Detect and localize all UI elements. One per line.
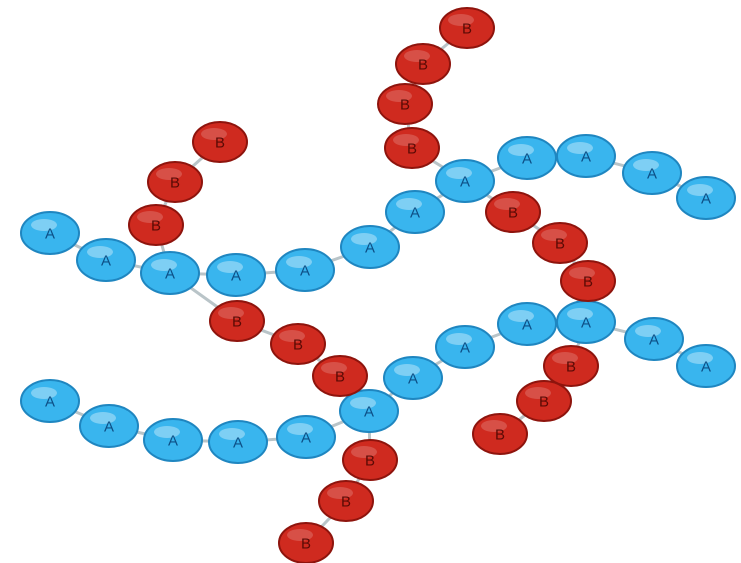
bead-b-label: B xyxy=(566,359,576,376)
bead-b-label: B xyxy=(400,97,410,114)
bead-a-label: A xyxy=(301,430,311,447)
bead-b-label: B xyxy=(495,427,505,444)
bead-a: A xyxy=(21,380,79,422)
bead-b-label: B xyxy=(335,369,345,386)
bead-b: B xyxy=(533,223,587,263)
bead-b: B xyxy=(271,324,325,364)
bead-b: B xyxy=(544,346,598,386)
bead-a: A xyxy=(498,303,556,345)
bead-a-label: A xyxy=(581,315,591,332)
bead-a-label: A xyxy=(300,263,310,280)
bead-a: A xyxy=(436,326,494,368)
bead-a: A xyxy=(209,421,267,463)
bead-b-label: B xyxy=(170,175,180,192)
bead-a: A xyxy=(386,191,444,233)
bead-b: B xyxy=(473,414,527,454)
bead-a-label: A xyxy=(581,149,591,166)
bead-a-label: A xyxy=(45,226,55,243)
bead-a: A xyxy=(677,345,735,387)
bead-b-label: B xyxy=(555,236,565,253)
bead-b: B xyxy=(486,192,540,232)
bead-b: B xyxy=(343,440,397,480)
bead-b-label: B xyxy=(407,141,417,158)
bead-a: A xyxy=(498,137,556,179)
bead-a: A xyxy=(623,152,681,194)
bead-a-label: A xyxy=(364,404,374,421)
bead-a: A xyxy=(625,318,683,360)
bead-b: B xyxy=(517,381,571,421)
bead-b: B xyxy=(193,122,247,162)
bead-a-label: A xyxy=(522,151,532,168)
bead-b-label: B xyxy=(232,314,242,331)
bead-b: B xyxy=(279,523,333,563)
bead-b-label: B xyxy=(539,394,549,411)
bead-a: A xyxy=(277,416,335,458)
bead-a-label: A xyxy=(460,340,470,357)
bead-a: A xyxy=(141,252,199,294)
bead-a-label: A xyxy=(45,394,55,411)
bead-b: B xyxy=(129,205,183,245)
bead-a-label: A xyxy=(365,240,375,257)
bead-a: A xyxy=(340,390,398,432)
bead-layer: A A A A A A A A A A A A A A A A A A A A A A A A B B B B B B B B B B B B B B B B… xyxy=(21,8,735,563)
bead-b-label: B xyxy=(341,494,351,511)
bead-a: A xyxy=(21,212,79,254)
bead-b-label: B xyxy=(462,21,472,38)
bead-b-label: B xyxy=(215,135,225,152)
bead-a: A xyxy=(384,357,442,399)
bead-a-label: A xyxy=(233,435,243,452)
bead-a: A xyxy=(77,239,135,281)
bead-a: A xyxy=(436,160,494,202)
bead-a-label: A xyxy=(649,332,659,349)
bead-a: A xyxy=(557,301,615,343)
bead-b-label: B xyxy=(508,205,518,222)
bead-a-label: A xyxy=(647,166,657,183)
bead-b-label: B xyxy=(583,274,593,291)
bead-a-label: A xyxy=(701,359,711,376)
bead-a: A xyxy=(557,135,615,177)
bead-b: B xyxy=(396,44,450,84)
bead-a-label: A xyxy=(410,205,420,222)
bead-b: B xyxy=(385,128,439,168)
bead-a-label: A xyxy=(165,266,175,283)
bead-a: A xyxy=(276,249,334,291)
bead-a: A xyxy=(207,254,265,296)
bead-a-label: A xyxy=(104,419,114,436)
bead-b-label: B xyxy=(365,453,375,470)
bead-b: B xyxy=(148,162,202,202)
bead-a-label: A xyxy=(460,174,470,191)
bead-b: B xyxy=(378,84,432,124)
bead-b-label: B xyxy=(293,337,303,354)
bead-b: B xyxy=(210,301,264,341)
bead-b-label: B xyxy=(301,536,311,553)
bead-a-label: A xyxy=(101,253,111,270)
bead-a: A xyxy=(341,226,399,268)
bead-a-label: A xyxy=(701,191,711,208)
bead-a: A xyxy=(144,419,202,461)
bead-a: A xyxy=(80,405,138,447)
bead-b: B xyxy=(561,261,615,301)
bead-b: B xyxy=(440,8,494,48)
bead-a-label: A xyxy=(168,433,178,450)
bead-a-label: A xyxy=(231,268,241,285)
bead-b-label: B xyxy=(151,218,161,235)
bead-b-label: B xyxy=(418,57,428,74)
bead-a-label: A xyxy=(408,371,418,388)
bead-a-label: A xyxy=(522,317,532,334)
bead-b: B xyxy=(313,356,367,396)
bead-a: A xyxy=(677,177,735,219)
bead-b: B xyxy=(319,481,373,521)
